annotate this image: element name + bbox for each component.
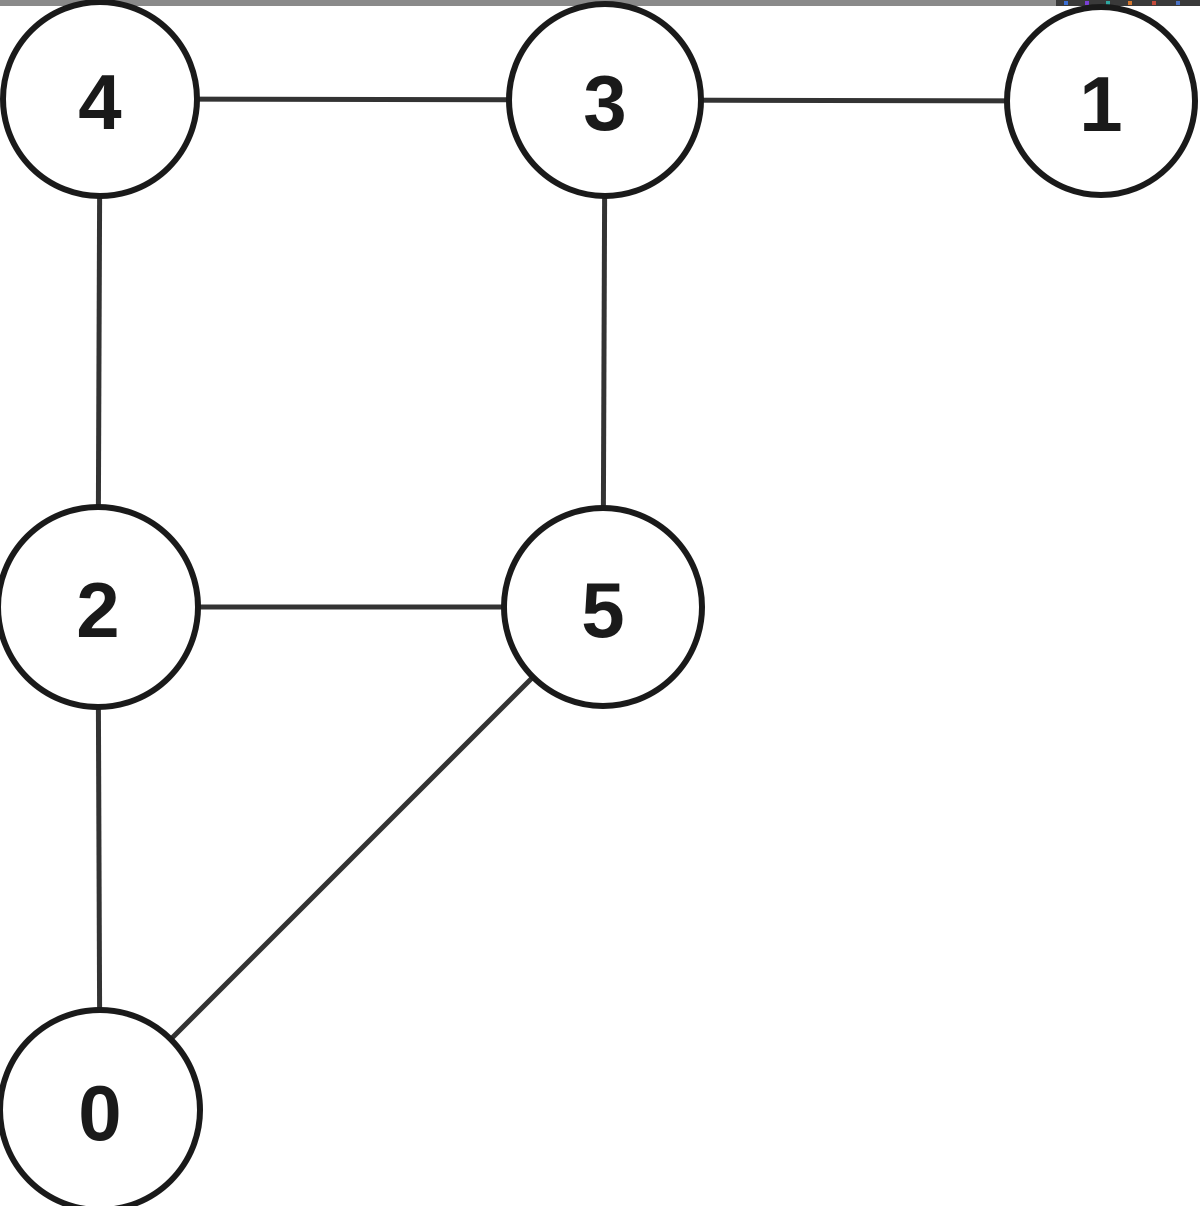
graph-node-2: 2 [0, 504, 201, 710]
top-strip-speck [1128, 1, 1132, 5]
top-strip-speck [1176, 1, 1180, 5]
node-label-3: 3 [583, 59, 626, 147]
graph-node-1: 1 [1004, 4, 1198, 198]
node-label-4: 4 [78, 58, 121, 146]
node-label-1: 1 [1079, 60, 1122, 148]
top-strip-speck [1064, 1, 1068, 5]
node-label-2: 2 [76, 566, 119, 654]
node-label-5: 5 [581, 566, 624, 654]
top-strip-speck [1085, 1, 1089, 5]
node-circle-1 [1004, 4, 1198, 198]
top-strip-speck [1152, 1, 1156, 5]
graph-node-0: 0 [0, 1007, 203, 1206]
graph-node-3: 3 [506, 1, 704, 199]
node-circle-2 [0, 504, 201, 710]
node-circle-4 [0, 0, 200, 199]
node-circle-5 [501, 505, 705, 709]
graph-edge-0-5 [98, 605, 605, 1112]
top-strip-speck [1106, 1, 1110, 5]
node-label-0: 0 [78, 1069, 121, 1157]
node-circle-0 [0, 1007, 203, 1206]
node-circle-3 [506, 1, 704, 199]
graph-node-4: 4 [0, 0, 200, 199]
graph-node-5: 5 [501, 505, 705, 709]
